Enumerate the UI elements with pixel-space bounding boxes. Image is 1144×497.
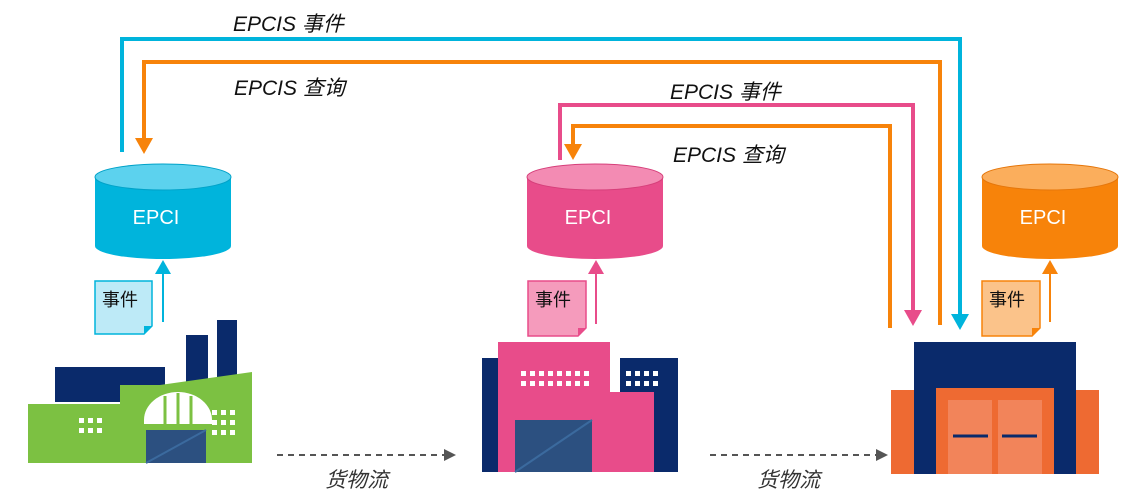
goods-flow-arrow-2 bbox=[710, 449, 888, 461]
document-icon bbox=[527, 280, 587, 337]
goods-flow-label-1: 货物流 bbox=[325, 469, 391, 492]
cyan-event-connector bbox=[120, 37, 969, 330]
goods-flow-arrow-1 bbox=[277, 449, 456, 461]
document-icon bbox=[94, 280, 153, 335]
upload-arrow-middle bbox=[588, 260, 604, 324]
orange-query-connector-middle bbox=[564, 124, 892, 328]
pink-event-connector bbox=[558, 103, 922, 326]
database-icon bbox=[526, 163, 664, 259]
orange-query-connector-left bbox=[135, 60, 942, 325]
repository-label-right: EPCI bbox=[1020, 207, 1067, 229]
goods-flow-label-2: 货物流 bbox=[757, 469, 823, 492]
database-icon bbox=[981, 163, 1119, 259]
upload-arrow-right bbox=[1042, 260, 1058, 322]
repository-label-middle: EPCI bbox=[565, 207, 612, 229]
database-icon bbox=[94, 163, 232, 259]
store-icon bbox=[891, 342, 1099, 474]
mid-event-label: EPCIS 事件 bbox=[670, 81, 783, 104]
event-doc-label-left: 事件 bbox=[102, 290, 138, 310]
top-query-label: EPCIS 查询 bbox=[234, 77, 348, 100]
repository-label-left: EPCI bbox=[133, 207, 180, 229]
upload-arrow-left bbox=[155, 260, 171, 322]
event-doc-label-middle: 事件 bbox=[535, 290, 571, 310]
factory-icon bbox=[28, 320, 252, 464]
distribution-center-icon bbox=[482, 342, 678, 473]
document-icon bbox=[981, 280, 1041, 337]
mid-query-label: EPCIS 查询 bbox=[673, 144, 787, 167]
event-doc-label-right: 事件 bbox=[989, 290, 1025, 310]
top-event-label: EPCIS 事件 bbox=[233, 13, 346, 36]
